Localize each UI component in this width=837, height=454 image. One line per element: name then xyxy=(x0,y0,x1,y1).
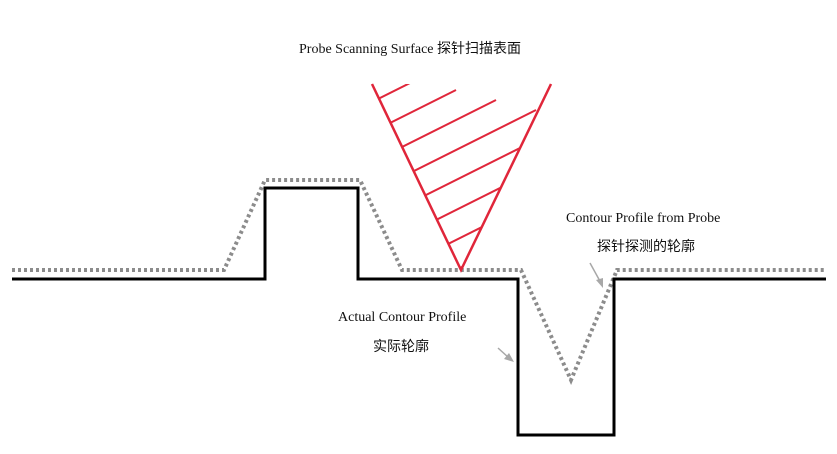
actual-contour-label-en: Actual Contour Profile xyxy=(338,310,467,325)
probe-tip xyxy=(370,83,553,273)
pointer-arrow-actual-contour xyxy=(497,347,514,362)
actual-contour-profile-line xyxy=(12,186,826,437)
probe-contour-label-cn: 探针探测的轮廓 xyxy=(597,239,695,255)
probe-surface-label: Probe Scanning Surface 探针扫描表面 xyxy=(299,42,521,57)
probe-surface-label-en: Probe Scanning Surface xyxy=(299,42,434,57)
probe-tip-outline xyxy=(370,83,553,273)
actual-contour-label-cn: 实际轮廓 xyxy=(373,339,429,355)
probe-surface-label-cn: 探针扫描表面 xyxy=(437,41,522,57)
pointer-arrow-probe-contour xyxy=(589,262,603,288)
probe-contour-profile-line xyxy=(12,178,826,386)
probe-contour-label-en: Contour Profile from Probe xyxy=(566,211,721,226)
